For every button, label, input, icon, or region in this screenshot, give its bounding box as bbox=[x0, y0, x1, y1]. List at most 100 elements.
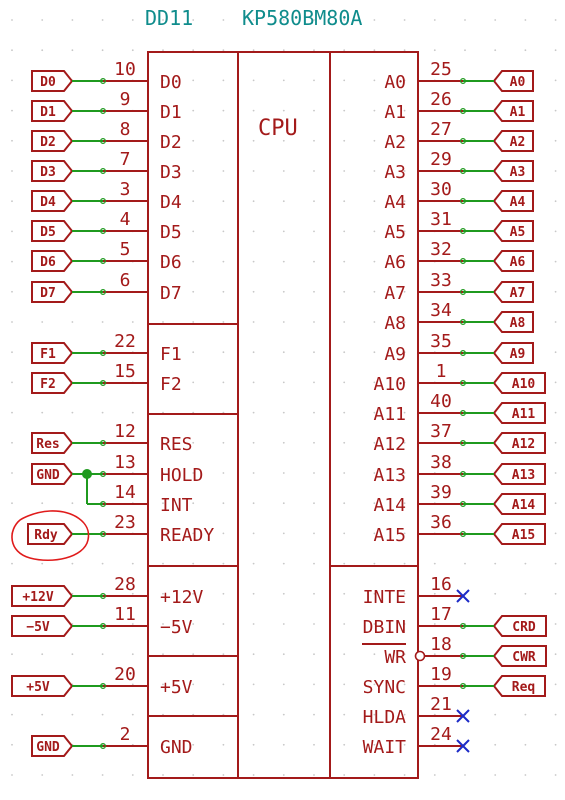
pin-number: 20 bbox=[114, 664, 136, 685]
net-flag-right bbox=[492, 645, 547, 667]
net-flag-label: Req bbox=[512, 680, 535, 695]
net-flag-right bbox=[492, 402, 546, 424]
highlight-circle-annotation bbox=[11, 510, 90, 562]
net-flag-left bbox=[31, 281, 74, 303]
pin-number: 14 bbox=[114, 482, 136, 503]
pin-name: −5V bbox=[160, 617, 193, 638]
net-flag-label: A14 bbox=[512, 498, 536, 513]
net-flag-label: CWR bbox=[512, 650, 536, 665]
pin-number: 34 bbox=[430, 300, 452, 321]
pin-end-circle bbox=[460, 471, 467, 478]
net-flag-label: Res bbox=[36, 437, 59, 452]
pin-name: READY bbox=[160, 525, 214, 546]
net-flag-left bbox=[11, 615, 74, 637]
pin-end-circle bbox=[460, 198, 467, 205]
pin-name: A8 bbox=[384, 313, 406, 334]
pin-number: 33 bbox=[430, 270, 452, 291]
pin-name: A4 bbox=[384, 192, 406, 213]
net-flag-right bbox=[492, 70, 534, 92]
pin-number: 18 bbox=[430, 634, 452, 655]
pin-number: 28 bbox=[114, 574, 136, 595]
chip-reference: DD11 bbox=[145, 6, 193, 30]
pin-end-circle bbox=[460, 107, 467, 114]
pin-name: D7 bbox=[160, 283, 182, 304]
pin-name: A11 bbox=[373, 404, 406, 425]
net-flag-label: F1 bbox=[40, 347, 56, 362]
net-flag-right bbox=[492, 250, 534, 272]
no-connect-mark bbox=[456, 589, 470, 603]
net-flag-label: Rdy bbox=[34, 528, 58, 543]
pin-end-circle bbox=[99, 471, 106, 478]
pin-number: 6 bbox=[120, 270, 131, 291]
net-flag-label: CRD bbox=[512, 620, 536, 635]
pin-name: A14 bbox=[373, 495, 406, 516]
pin-end-circle bbox=[460, 289, 467, 296]
pin-number: 2 bbox=[120, 724, 131, 745]
pin-number: 10 bbox=[114, 59, 136, 80]
net-flag-label: A11 bbox=[512, 407, 536, 422]
pin-number: 5 bbox=[120, 239, 131, 260]
net-flag-label: D0 bbox=[40, 75, 56, 90]
pin-number: 35 bbox=[430, 331, 452, 352]
pin-number: 37 bbox=[430, 421, 452, 442]
pin-end-circle bbox=[99, 682, 106, 689]
pin-number: 16 bbox=[430, 574, 452, 595]
net-flag-label: A15 bbox=[512, 528, 535, 543]
pin-name: HOLD bbox=[160, 465, 203, 486]
pin-end-circle bbox=[99, 350, 106, 357]
net-flag-right bbox=[492, 675, 546, 697]
net-flag-right bbox=[492, 220, 534, 242]
pin-name: D0 bbox=[160, 72, 182, 93]
net-flag-label: A8 bbox=[510, 316, 526, 331]
pin-number: 25 bbox=[430, 59, 452, 80]
pin-name: A9 bbox=[384, 344, 406, 365]
pin-end-circle bbox=[99, 592, 106, 599]
net-flag-left bbox=[31, 342, 74, 364]
pin-end-circle bbox=[460, 652, 467, 659]
pin-name: A10 bbox=[373, 374, 406, 395]
pin-number: 32 bbox=[430, 239, 452, 260]
pin-name: A1 bbox=[384, 102, 406, 123]
no-connect-mark bbox=[456, 709, 470, 723]
net-flag-right bbox=[492, 493, 546, 515]
junction-dot bbox=[82, 469, 92, 479]
pin-number: 3 bbox=[120, 179, 131, 200]
pin-number: 31 bbox=[430, 209, 452, 230]
net-flag-label: A5 bbox=[510, 225, 526, 240]
pin-end-circle bbox=[99, 258, 106, 265]
pin-number: 11 bbox=[114, 604, 136, 625]
net-flag-label: A4 bbox=[510, 195, 526, 210]
pin-end-circle bbox=[99, 198, 106, 205]
net-flag-left bbox=[31, 220, 74, 242]
pin-end-circle bbox=[99, 380, 106, 387]
pin-number: 12 bbox=[114, 421, 136, 442]
pin-number: 38 bbox=[430, 452, 452, 473]
pin-name: D4 bbox=[160, 192, 182, 213]
net-flag-label: D6 bbox=[40, 255, 56, 270]
pin-end-circle bbox=[99, 742, 106, 749]
pin-end-circle bbox=[460, 440, 467, 447]
net-flag-label: A3 bbox=[510, 165, 526, 180]
net-flag-left bbox=[31, 160, 74, 182]
net-flag-label: A9 bbox=[510, 347, 526, 362]
pin-end-circle bbox=[460, 228, 467, 235]
pin-name: D5 bbox=[160, 222, 182, 243]
net-flag-label: D1 bbox=[40, 105, 56, 120]
net-flag-label: −5V bbox=[26, 620, 50, 635]
net-flag-right bbox=[492, 342, 534, 364]
pin-name: D2 bbox=[160, 132, 182, 153]
pin-number: 17 bbox=[430, 604, 452, 625]
pin-number: 21 bbox=[430, 694, 452, 715]
pin-name: A3 bbox=[384, 162, 406, 183]
net-flag-label: D7 bbox=[40, 286, 56, 301]
pin-name: A5 bbox=[384, 222, 406, 243]
pin-end-circle bbox=[99, 622, 106, 629]
pin-name: A0 bbox=[384, 72, 406, 93]
pin-name: A7 bbox=[384, 283, 406, 304]
net-flag-label: A7 bbox=[510, 286, 526, 301]
pin-name: SYNC bbox=[363, 677, 406, 698]
net-flag-label: A6 bbox=[510, 255, 526, 270]
pin-end-circle bbox=[460, 530, 467, 537]
pin-end-circle bbox=[99, 107, 106, 114]
pin-number: 30 bbox=[430, 179, 452, 200]
